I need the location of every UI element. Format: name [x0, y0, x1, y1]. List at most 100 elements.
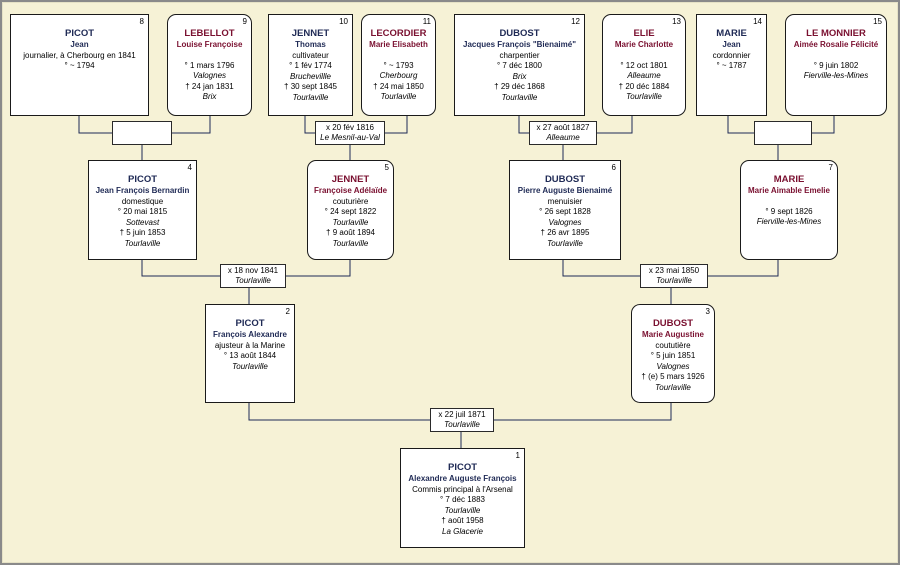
death-place: Brix	[202, 92, 217, 101]
given-names: François Alexandre	[213, 330, 287, 339]
surname: PICOT	[64, 28, 95, 39]
death-date: † 26 avr 1895	[540, 228, 590, 237]
surname: DUBOST	[652, 318, 694, 329]
marriage-date: x 27 août 1827	[536, 123, 590, 132]
person-card-4[interactable]: 4 PICOT Jean François Bernardin domestiq…	[88, 160, 197, 260]
death-place: Tourlaville	[655, 382, 691, 392]
birth-date: ° 1 fév 1774	[289, 61, 332, 70]
marriage-place: Tourlaville	[235, 276, 271, 285]
given-names: Jean	[722, 40, 741, 49]
birth-date: ° 7 déc 1883	[439, 495, 485, 504]
death-date: † 20 déc 1884	[618, 81, 670, 91]
birth-place: Tourlaville	[232, 361, 268, 371]
death-place: Tourlaville	[124, 238, 161, 248]
birth-date: ° 26 sept 1828	[539, 207, 591, 216]
person-card-3[interactable]: 3 DUBOST Marie Augustine coututière ° 5 …	[631, 304, 715, 403]
death-date: † août 1958	[441, 516, 484, 525]
surname: LEBELLOT	[184, 28, 235, 39]
surname: LE MONNIER	[806, 28, 866, 39]
person-card-8[interactable]: 8 PICOT Jean journalier, à Cherbourg en …	[10, 14, 149, 116]
marriage-place: Tourlaville	[444, 420, 480, 429]
given-names: Jacques François "Bienaimé"	[463, 40, 576, 49]
surname: ELIE	[633, 28, 655, 39]
given-names: Aimée Rosalie Félicité	[793, 40, 879, 49]
birth-place: Valognes	[192, 71, 227, 80]
occupation: domestique	[121, 196, 164, 206]
surname: JENNET	[291, 28, 330, 39]
occupation: cordonnier	[712, 50, 751, 60]
death-place: Tourlaville	[292, 92, 329, 102]
marriage-date: x 23 mai 1850	[648, 266, 700, 275]
marriage-box-12-13: x 27 août 1827 Alleaume	[529, 121, 597, 145]
birth-date: ° 13 août 1844	[223, 351, 277, 360]
person-card-2[interactable]: 2 PICOT François Alexandre ajusteur à la…	[205, 304, 295, 403]
occupation: couturière	[332, 196, 369, 206]
given-names: Jean François Bernardin	[95, 186, 190, 195]
surname: MARIE	[716, 28, 747, 39]
sosa-number: 6	[611, 163, 616, 172]
surname: PICOT	[127, 174, 158, 185]
marriage-place: Tourlaville	[656, 276, 692, 285]
given-names: Jean	[70, 40, 89, 49]
birth-place: Tourlaville	[332, 217, 369, 227]
marriage-date: x 22 juil 1871	[438, 410, 486, 419]
birth-date: ° 5 juin 1851	[650, 351, 696, 360]
given-names: Marie Augustine	[642, 330, 704, 339]
death-place: Tourlaville	[332, 238, 369, 248]
birth-date: ° 9 juin 1802	[813, 60, 859, 70]
given-names: Marie Elisabeth	[369, 40, 428, 49]
sosa-number: 8	[139, 17, 144, 26]
birth-place: Bruchevillle	[290, 71, 331, 81]
marriage-box-10-11: x 20 fév 1816 Le Mesnil-au-Val	[315, 121, 385, 145]
death-date: † 29 déc 1868	[494, 82, 545, 91]
birth-date: ° 7 déc 1800	[496, 61, 542, 70]
occupation: journalier, à Cherbourg en 1841	[23, 50, 136, 60]
person-card-15[interactable]: 15 LE MONNIER Aimée Rosalie Félicité ° 9…	[785, 14, 887, 116]
sosa-number: 14	[753, 17, 762, 26]
death-date: † 30 sept 1845	[284, 82, 337, 91]
sosa-number: 1	[515, 451, 520, 460]
occupation: coututière	[655, 340, 691, 350]
surname: PICOT	[235, 318, 265, 329]
given-names: Marie Charlotte	[614, 40, 674, 49]
occupation: ajusteur à la Marine	[214, 340, 286, 350]
marriage-box-6-7: x 23 mai 1850 Tourlaville	[640, 264, 708, 288]
birth-place: Valognes	[548, 217, 582, 227]
sosa-number: 9	[242, 17, 247, 26]
sosa-number: 13	[672, 17, 681, 26]
marriage-place: Le Mesnil-au-Val	[320, 133, 380, 142]
person-card-1[interactable]: 1 PICOT Alexandre Auguste François Commi…	[400, 448, 525, 548]
sosa-number: 10	[339, 17, 348, 26]
surname: LECORDIER	[370, 28, 427, 39]
death-place: Tourlaville	[547, 238, 583, 248]
person-card-6[interactable]: 6 DUBOST Pierre Auguste Bienaimé menuisi…	[509, 160, 621, 260]
death-place: Tourlaville	[626, 92, 662, 101]
person-card-9[interactable]: 9 LEBELLOT Louise Françoise ° 1 mars 179…	[167, 14, 252, 116]
person-card-14[interactable]: 14 MARIE Jean cordonnier ° ~ 1787	[696, 14, 767, 116]
person-card-5[interactable]: 5 JENNET Françoise Adélaïde couturière °…	[307, 160, 394, 260]
occupation: menuisier	[547, 196, 583, 206]
person-card-7[interactable]: 7 MARIE Marie Aimable Emelie ° 9 sept 18…	[740, 160, 838, 260]
person-card-11[interactable]: 11 LECORDIER Marie Elisabeth ° ~ 1793 Ch…	[361, 14, 436, 116]
given-names: Françoise Adélaïde	[313, 186, 388, 195]
person-card-10[interactable]: 10 JENNET Thomas cultivateur ° 1 fév 177…	[268, 14, 353, 116]
person-card-12[interactable]: 12 DUBOST Jacques François "Bienaimé" ch…	[454, 14, 585, 116]
birth-date: ° ~ 1793	[383, 60, 414, 70]
person-card-13[interactable]: 13 ELIE Marie Charlotte ° 12 oct 1801 Al…	[602, 14, 686, 116]
marriage-box-2-3: x 22 juil 1871 Tourlaville	[430, 408, 494, 432]
given-names: Alexandre Auguste François	[408, 474, 517, 483]
marriage-date: x 18 nov 1841	[227, 266, 279, 275]
occupation: charpentier	[499, 50, 540, 60]
birth-place: Fierville-les-Mines	[756, 217, 822, 226]
sosa-number: 3	[705, 307, 710, 316]
occupation: Commis principal à l'Arsenal	[412, 484, 513, 494]
death-place: La Glacerie	[442, 526, 483, 536]
sosa-number: 2	[285, 307, 290, 316]
birth-place: Fierville-les-Mines	[803, 71, 869, 80]
occupation: cultivateur	[292, 50, 329, 60]
marriage-box-4-5: x 18 nov 1841 Tourlaville	[220, 264, 286, 288]
birth-place: Sottevast	[125, 217, 160, 227]
birth-date: ° 20 mai 1815	[117, 207, 168, 216]
surname: PICOT	[447, 462, 478, 473]
